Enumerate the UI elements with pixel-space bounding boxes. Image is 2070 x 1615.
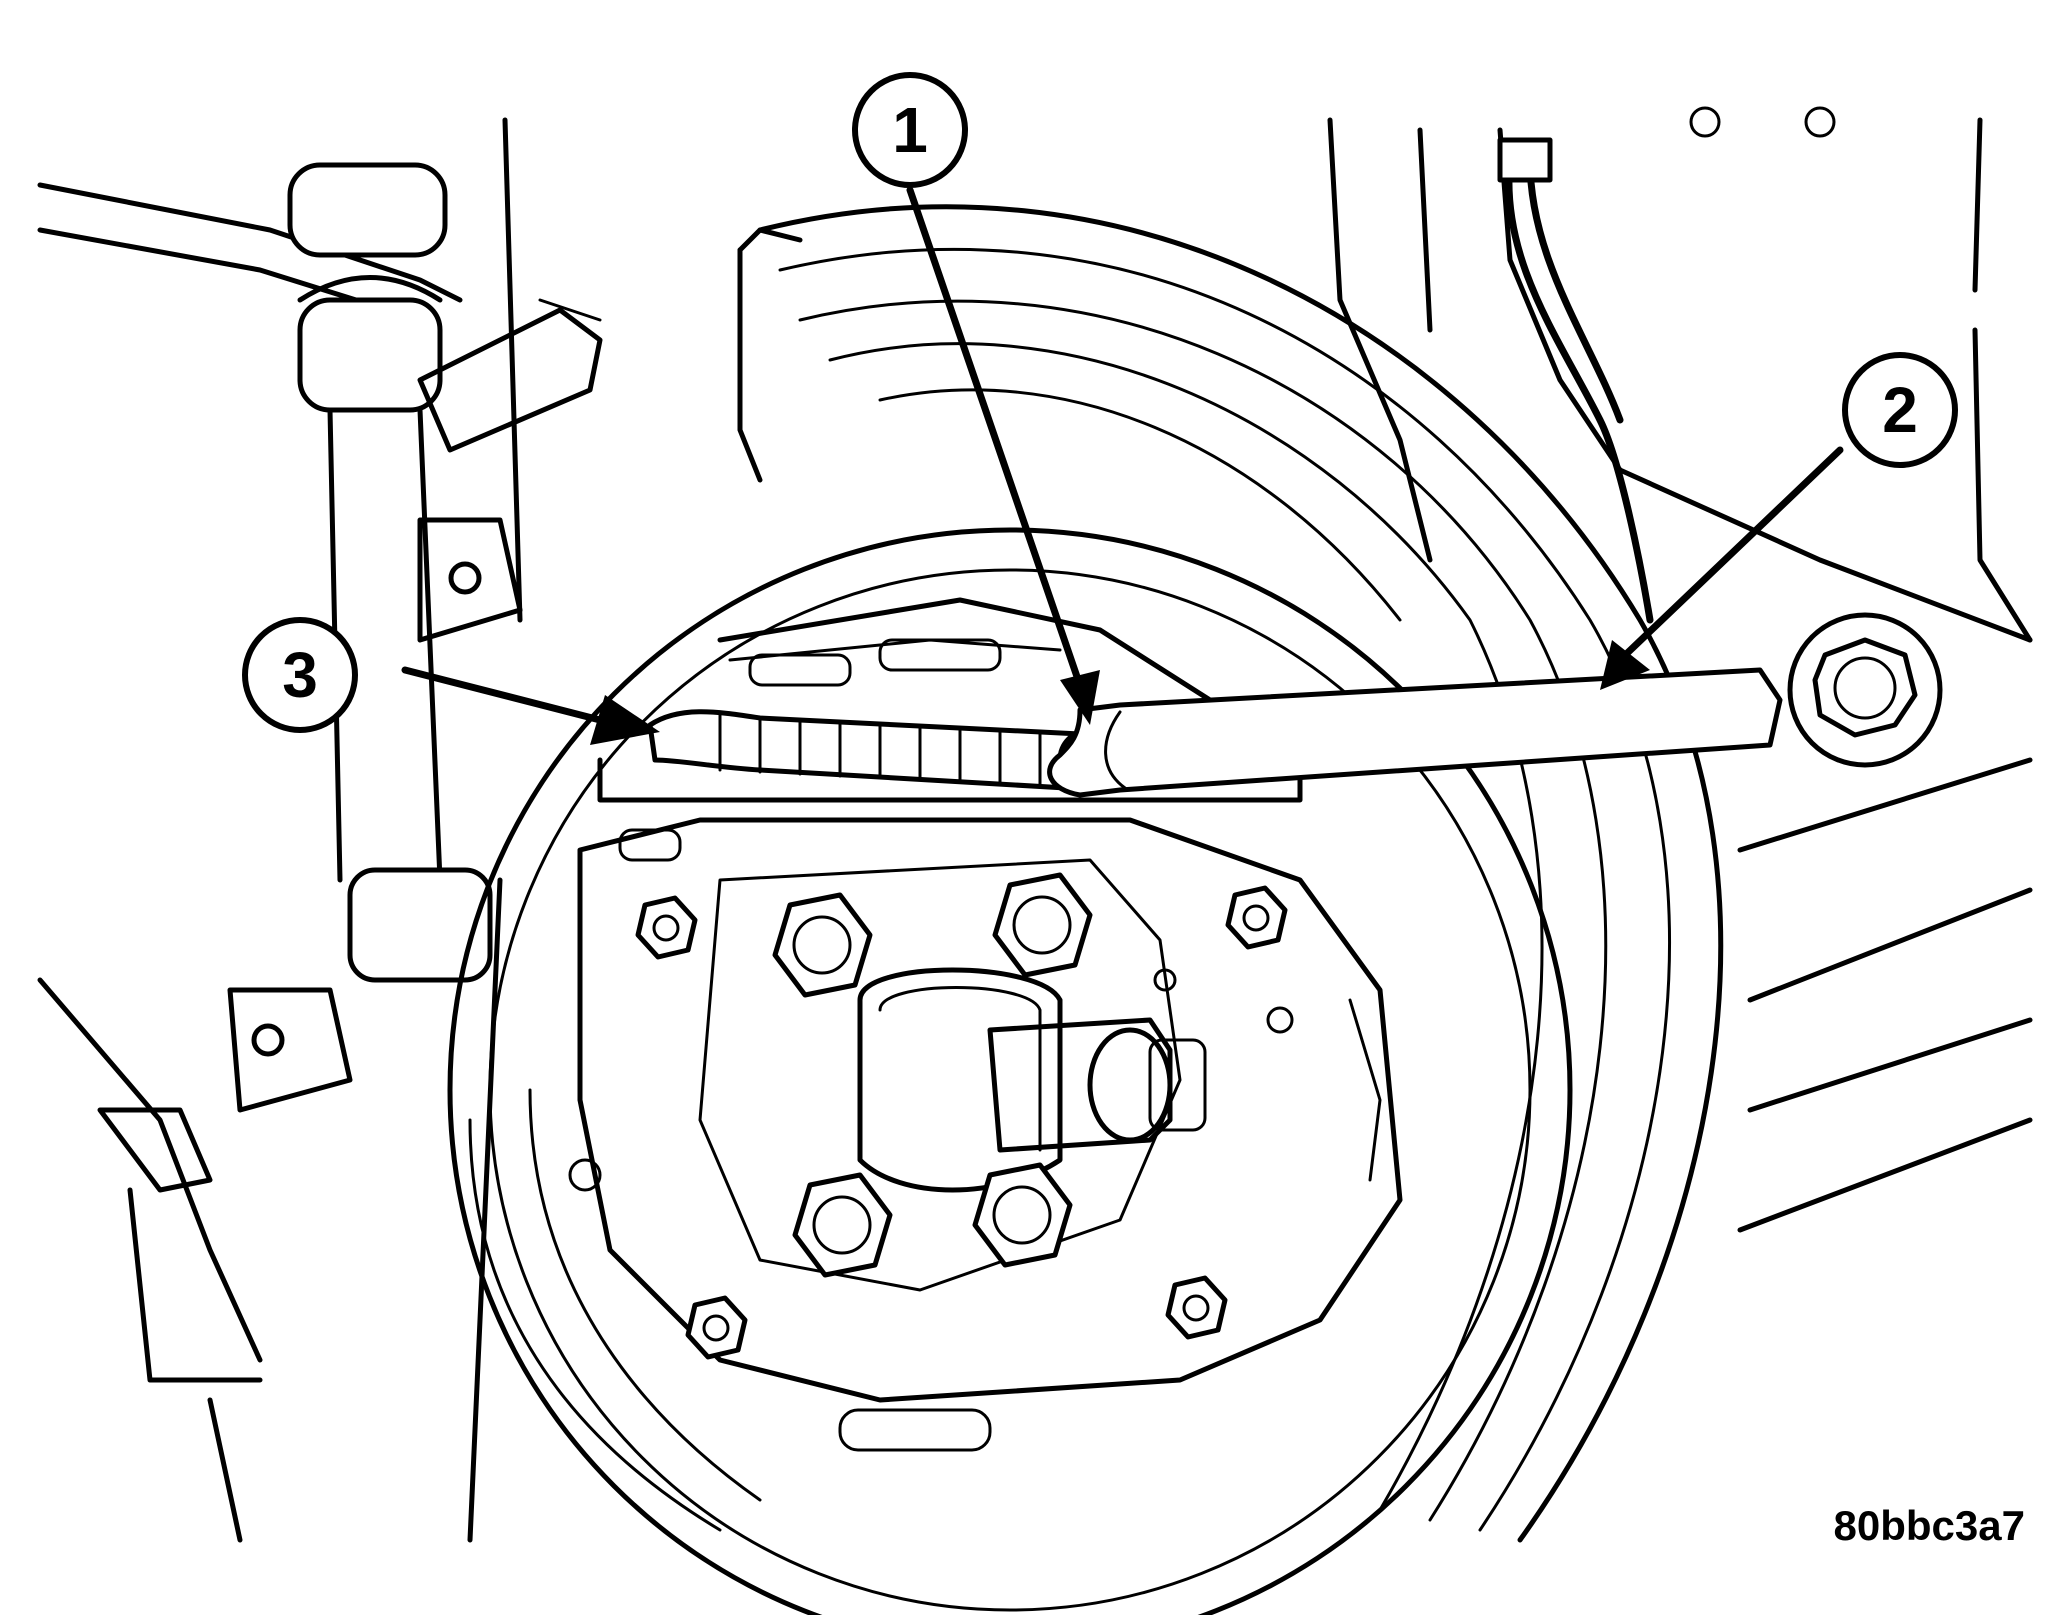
- small-bolt-icon: [685, 1295, 748, 1360]
- brake-drum-icon: [737, 204, 1724, 1543]
- leader-arrow-2: [1600, 446, 1844, 690]
- callout-3: 3: [242, 617, 358, 733]
- brake-line-icon: [1497, 137, 1654, 624]
- bolt-icon: [792, 1172, 893, 1278]
- leader-arrow-3: [401, 666, 660, 745]
- plate-bolts: [635, 885, 1288, 1360]
- hub-icon: [857, 967, 1207, 1193]
- suspension-background: [37, 117, 603, 1543]
- callout-2-label: 2: [1882, 374, 1918, 446]
- bolt-icon: [972, 1162, 1073, 1268]
- callout-3-label: 3: [282, 639, 318, 711]
- figure-code: 80bbc3a7: [1833, 1502, 2025, 1549]
- chassis-right: [1327, 106, 2033, 1233]
- small-bolt-icon: [1225, 885, 1288, 950]
- callout-1: 1: [852, 72, 968, 188]
- bolt-icon: [772, 892, 873, 998]
- hub-bolts: [772, 872, 1093, 1278]
- callout-1-label: 1: [892, 94, 928, 166]
- small-bolt-icon: [635, 895, 698, 960]
- callout-2: 2: [1842, 352, 1958, 468]
- small-bolt-icon: [1165, 1275, 1228, 1340]
- backing-plate-icon: [447, 527, 1573, 1615]
- leader-arrow-1: [906, 186, 1100, 725]
- leader-arrows: [401, 186, 1844, 745]
- wrench-icon: [1047, 612, 1943, 798]
- bolt-icon: [992, 872, 1093, 978]
